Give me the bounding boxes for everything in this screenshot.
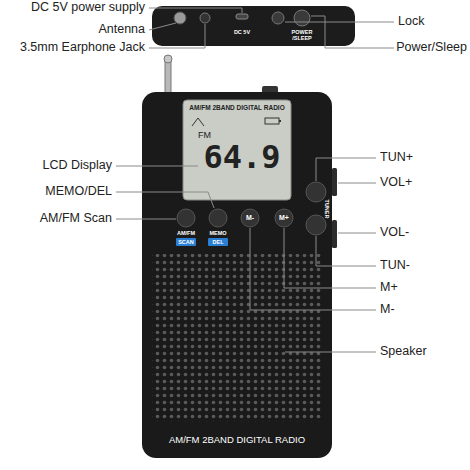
button-marking: M- xyxy=(246,214,254,222)
callout-label: Speaker xyxy=(380,345,427,359)
antenna-base xyxy=(174,12,186,24)
callout-label: M- xyxy=(380,303,395,317)
button-marking: DEL xyxy=(213,239,224,245)
button-marking: SCAN xyxy=(178,239,194,245)
brand-text: AM/FM 2BAND DIGITAL RADIO xyxy=(169,435,305,445)
callout-label: Antenna xyxy=(98,23,145,37)
lock-switch xyxy=(272,12,284,24)
leader-lines xyxy=(116,8,394,352)
callout-label: MEMO/DEL xyxy=(45,185,112,199)
callout-label: VOL- xyxy=(380,226,409,240)
callout-label: TUN- xyxy=(380,259,410,273)
radio-body xyxy=(142,92,332,458)
frequency-readout: 64.9 xyxy=(203,140,280,175)
callout-label: LCD Display xyxy=(43,159,112,173)
scan-tag xyxy=(176,238,196,246)
power-button xyxy=(294,10,310,26)
button-marking: AM/FM xyxy=(177,230,195,236)
del-tag xyxy=(208,238,228,246)
signal-icon xyxy=(192,118,204,126)
tun-minus-button xyxy=(306,215,326,235)
vol-minus-key xyxy=(332,220,337,248)
speaker-grille xyxy=(152,254,322,422)
port-marking: DC 5V xyxy=(234,29,250,35)
callout-label: Power/Sleep xyxy=(396,41,467,55)
callout-label: M+ xyxy=(380,281,398,295)
tun-plus-button xyxy=(306,182,326,202)
m-plus-button xyxy=(275,209,293,227)
side-marking: TUNER xyxy=(324,200,330,219)
button-marking: M+ xyxy=(279,214,289,222)
callout-label: DC 5V power supply xyxy=(31,1,145,15)
memo-button xyxy=(209,209,227,227)
callout-label: 3.5mm Earphone Jack xyxy=(20,41,145,55)
button-marking: POWER /SLEEP xyxy=(289,30,315,42)
antenna-tip xyxy=(164,55,172,63)
m-minus-button xyxy=(241,209,259,227)
battery-tip xyxy=(279,120,281,122)
vol-plus-key xyxy=(332,168,337,196)
callout-label: AM/FM Scan xyxy=(40,212,112,226)
antenna-rod xyxy=(165,60,171,94)
lcd-heading: AM/FM 2BAND DIGITAL RADIO xyxy=(189,104,284,111)
callout-label: TUN+ xyxy=(380,151,413,165)
usb-port xyxy=(236,14,248,19)
button-marking: MEMO xyxy=(209,230,226,236)
callout-label: Lock xyxy=(398,15,424,29)
callout-label: VOL+ xyxy=(380,176,412,190)
scan-button xyxy=(177,209,195,227)
battery-icon xyxy=(265,118,279,124)
earphone-jack xyxy=(200,13,210,23)
lcd-display xyxy=(183,100,291,200)
